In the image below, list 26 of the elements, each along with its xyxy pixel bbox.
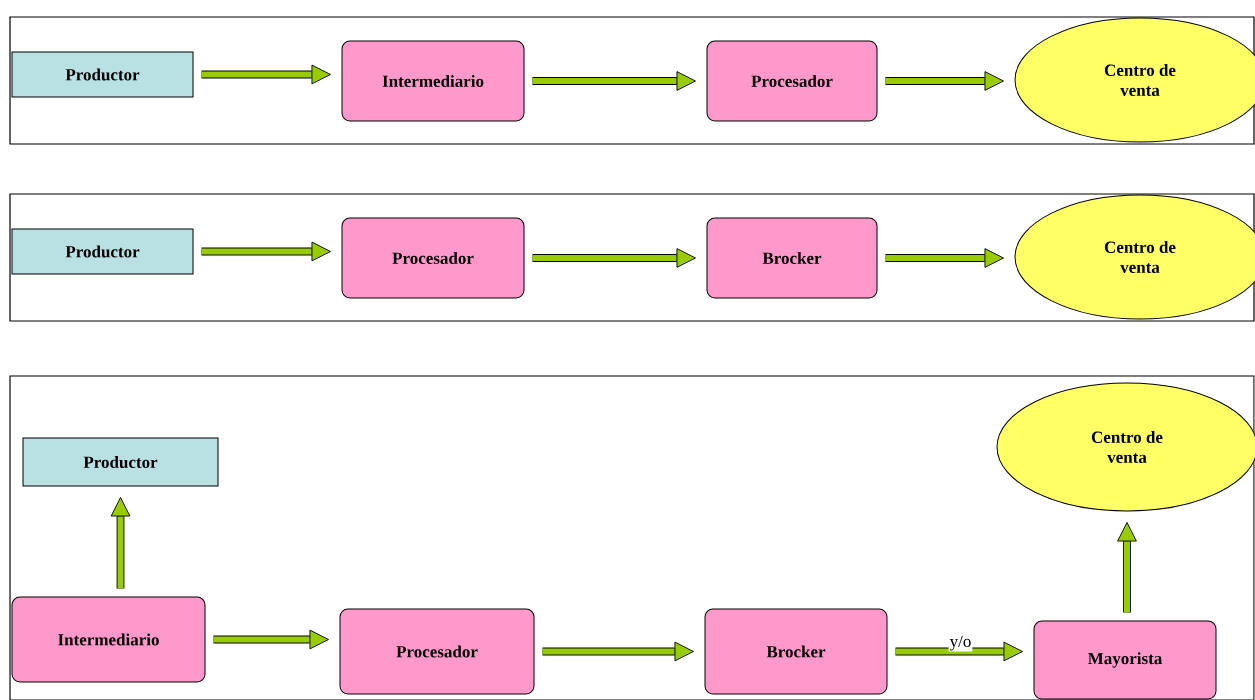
block-arrow <box>201 241 331 262</box>
panel-frame <box>9 16 1255 145</box>
producer-box: Productor <box>22 437 219 487</box>
block-arrow <box>895 641 1023 662</box>
process-box: Procesador <box>706 40 878 122</box>
block-arrow <box>1117 522 1137 613</box>
block-arrow <box>201 64 331 85</box>
edge-label: y/o <box>949 635 971 651</box>
block-arrow <box>542 641 694 662</box>
block-arrow <box>532 71 696 91</box>
process-box: Procesador <box>339 608 535 695</box>
process-box: Brocker <box>704 608 888 695</box>
process-box: Brocker <box>706 217 878 299</box>
process-box: Intermediario <box>341 40 525 122</box>
process-box: Mayorista <box>1033 620 1217 700</box>
block-arrow <box>110 497 131 589</box>
block-arrow <box>885 248 1004 268</box>
process-box: Intermediario <box>11 596 206 683</box>
block-arrow <box>885 71 1004 91</box>
block-arrow <box>532 248 696 268</box>
producer-box: Productor <box>11 228 194 275</box>
producer-box: Productor <box>11 51 194 98</box>
block-arrow <box>213 629 329 650</box>
process-box: Procesador <box>341 217 525 299</box>
panel-frame <box>9 375 1255 700</box>
panel-frame <box>9 193 1255 322</box>
